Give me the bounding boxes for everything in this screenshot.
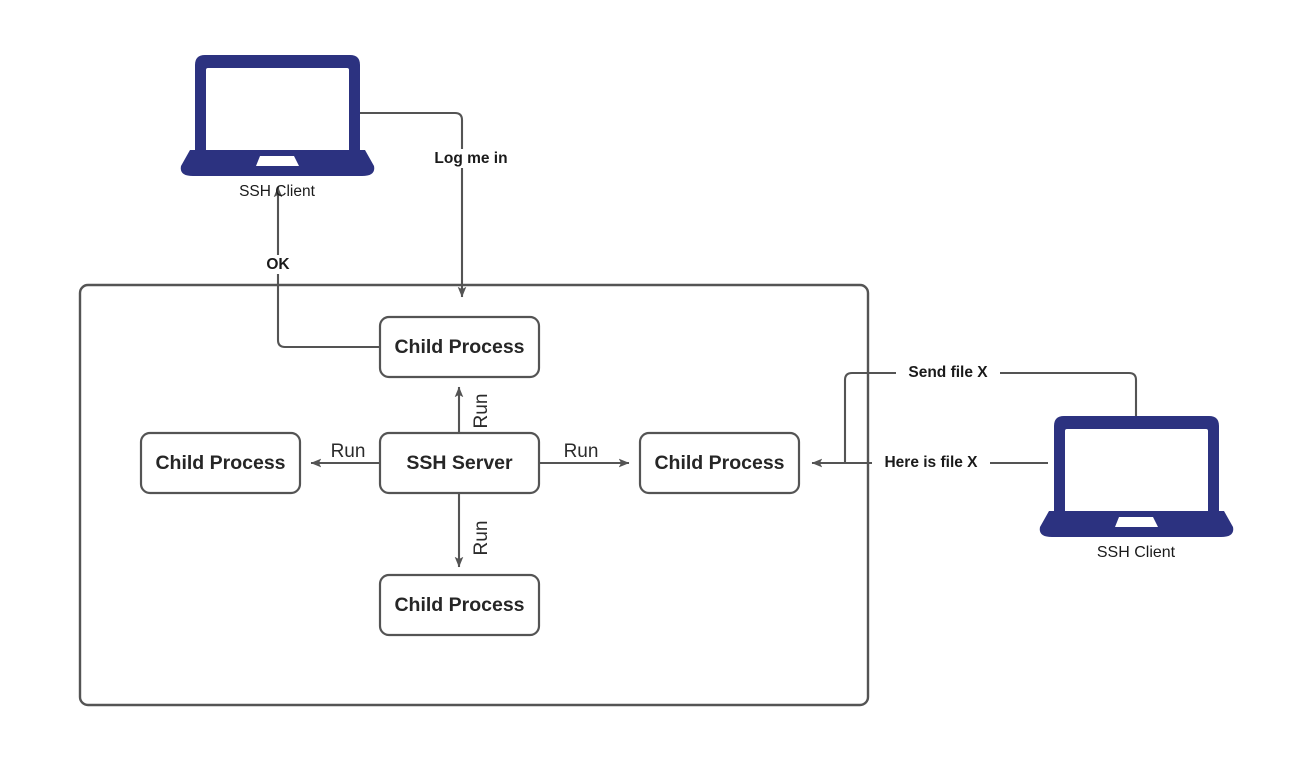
node-child-process-right[interactable]: Child Process [638, 431, 801, 495]
child-process-left-box[interactable] [139, 431, 302, 495]
ssh-server-label: SSH Server [406, 452, 513, 474]
laptop-icon [180, 55, 375, 176]
ssh-client-top[interactable]: SSH Client [180, 55, 375, 200]
svg-text:Log me in: Log me in [434, 150, 507, 167]
laptop-icon [1039, 416, 1234, 537]
node-ssh-server[interactable]: SSH Server [378, 431, 541, 495]
edge-log-me-in [358, 111, 467, 298]
node-child-process-bottom[interactable]: Child Process [378, 573, 541, 637]
node-child-process-top[interactable]: Child Process [378, 315, 541, 379]
edge-label-send-file-x: Send file X [896, 363, 1000, 382]
svg-text:OK: OK [266, 256, 290, 273]
svg-text:Here is file X: Here is file X [884, 454, 978, 471]
node-child-process-left[interactable]: Child Process [139, 431, 302, 495]
edge-label-run-down: Run [471, 521, 492, 556]
laptop-screen-display [1065, 429, 1208, 511]
child-process-bottom-label: Child Process [394, 594, 524, 616]
edge-label-here-is-file-x: Here is file X [872, 453, 990, 472]
edge-label-ok: OK [260, 255, 296, 274]
edge-label-log-me-in: Log me in [413, 149, 514, 168]
svg-text:Run: Run [471, 521, 492, 556]
child-process-top-label: Child Process [394, 336, 524, 358]
edge-label-run-right: Run [558, 441, 604, 462]
child-process-bottom-box[interactable] [378, 573, 541, 637]
ssh-client-top-label: SSH Client [239, 183, 315, 200]
child-process-top-box[interactable] [378, 315, 541, 379]
svg-text:Run: Run [331, 441, 366, 462]
edge-label-run-left: Run [326, 441, 372, 462]
child-process-right-box[interactable] [638, 431, 801, 495]
ssh-server-host-boundary [78, 283, 870, 707]
svg-text:Run: Run [564, 441, 599, 462]
laptop-screen-display [206, 68, 349, 150]
svg-text:Run: Run [471, 394, 492, 429]
ssh-client-right-label: SSH Client [1097, 544, 1176, 561]
svg-text:Send file X: Send file X [908, 364, 988, 381]
edge-ok [273, 186, 380, 349]
laptop-trackpad-notch [256, 156, 299, 166]
ssh-server-box[interactable] [378, 431, 541, 495]
child-process-left-label: Child Process [155, 452, 285, 474]
edge-label-run-up: Run [471, 394, 492, 429]
laptop-trackpad-notch [1115, 517, 1158, 527]
ssh-client-right[interactable]: SSH Client [1039, 416, 1234, 561]
child-process-right-label: Child Process [654, 452, 784, 474]
